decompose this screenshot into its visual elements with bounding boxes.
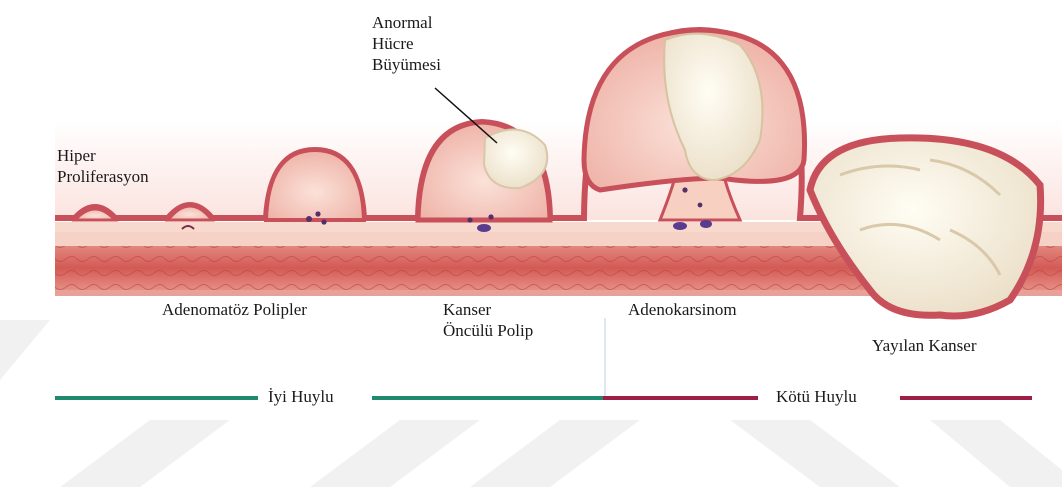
watermark-shape [60,420,230,487]
label-line: Öncülü Polip [443,320,533,341]
watermark-shape [470,420,640,487]
label-line: Kanser [443,299,533,320]
label-line: Hücre [372,33,441,54]
label-line: Anormal [372,12,441,33]
label-line: Hiper [57,145,149,166]
label-hyperproliferation: Hiper Proliferasyon [57,145,149,187]
watermark-shape [310,420,480,487]
label-adenocarcinoma: Adenokarsinom [628,299,737,320]
watermark-shape [730,420,900,487]
label-abnormal-cell-growth: Anormal Hücre Büyümesi [372,12,441,75]
label-spreading-cancer: Yayılan Kanser [872,335,977,356]
label-adenomatous-polyps: Adenomatöz Polipler [162,299,307,320]
label-benign: İyi Huylu [268,386,334,407]
watermark-shape [0,320,50,380]
watermark-shape [930,420,1062,487]
label-malignant: Kötü Huylu [776,386,857,407]
label-line: Proliferasyon [57,166,149,187]
label-precancer-polyp: Kanser Öncülü Polip [443,299,533,341]
label-line: Büyümesi [372,54,441,75]
